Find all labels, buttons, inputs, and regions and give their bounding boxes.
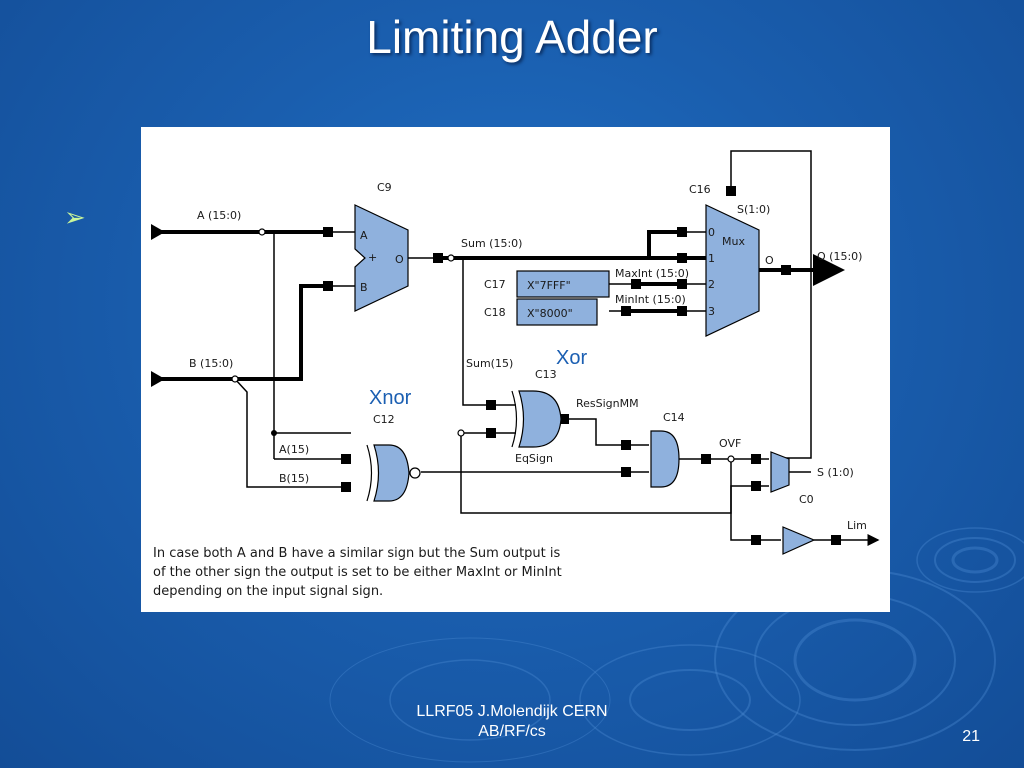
comp-c0-label: C0 [799,493,814,506]
const-minint-value: X"8000" [527,307,573,320]
slide-number: 21 [962,728,980,745]
mux-input-2: 2 [708,278,715,291]
comp-c18-label: C18 [484,306,506,319]
signal-sum15-label: Sum(15) [466,357,513,370]
port-squares [323,186,841,545]
b-input-arrow-icon [151,371,165,387]
footer-author: LLRF05 J.Molendijk CERN AB/RF/cs [380,702,644,742]
signal-b15-label: B(15) [279,472,309,485]
signal-ovf-label: OVF [719,437,741,450]
comp-c16-label: C16 [689,183,711,196]
comp-c14-label: C14 [663,411,685,424]
signal-eqsign-label: EqSign [515,452,553,465]
constant-c17 [516,270,610,298]
signal-minint-label: MinInt (15:0) [615,293,686,306]
xor-gate-c13 [511,390,562,448]
signal-a-label: A (15:0) [197,209,241,222]
signal-ressignmm-label: ResSignMM [576,397,639,410]
signal-out-label: O (15:0) [817,250,862,263]
comp-c9-label: C9 [377,181,392,194]
annotation-xnor: Xnor [369,387,412,409]
signal-maxint-label: MaxInt (15:0) [615,267,689,280]
comp-c12-label: C12 [373,413,395,426]
adder-port-o: O [395,253,404,266]
signal-b-label: B (15:0) [189,357,233,370]
mux-input-3: 3 [708,305,715,318]
footer-line-1: LLRF05 J.Molendijk CERN [416,703,608,720]
mux-label: Mux [722,235,745,248]
mux-port-o: O [765,254,774,267]
caption-line-2: of the other sign the output is set to b… [153,565,562,580]
caption-line-1: In case both A and B have a similar sign… [153,546,561,561]
bullet-arrow-icon: ➢ [64,202,86,232]
signal-select-label: S(1:0) [737,203,770,216]
circuit-diagram: A (15:0) B (15:0) C9 A B O + Sum (15:0) … [141,127,890,612]
adder-c9 [354,204,409,312]
comp-c17-label: C17 [484,278,506,291]
mux-input-1: 1 [708,252,715,265]
const-maxint-value: X"7FFF" [527,279,571,292]
signal-sum-label: Sum (15:0) [461,237,522,250]
signal-c0-select-label: S (1:0) [817,466,854,479]
a-input-arrow-icon [151,224,165,240]
mux-c16 [705,204,760,337]
footer-line-2: AB/RF/cs [478,723,546,740]
signal-lim-label: Lim [847,519,867,532]
adder-port-b: B [360,281,368,294]
xnor-gate-c12 [366,444,421,502]
signal-a15-label: A(15) [279,443,309,456]
junction-dots [231,228,735,463]
and-gate-c14 [650,430,680,488]
comp-c13-label: C13 [535,368,557,381]
caption-line-3: depending on the input signal sign. [153,584,383,599]
slide-title: Limiting Adder [366,11,658,63]
buffer-lim [782,526,816,555]
constant-c18 [516,298,598,326]
annotation-xor: Xor [556,347,587,369]
mux-input-0: 0 [708,226,715,239]
adder-plus-sign: + [368,251,377,264]
mux-c0 [770,451,790,493]
adder-port-a: A [360,229,368,242]
